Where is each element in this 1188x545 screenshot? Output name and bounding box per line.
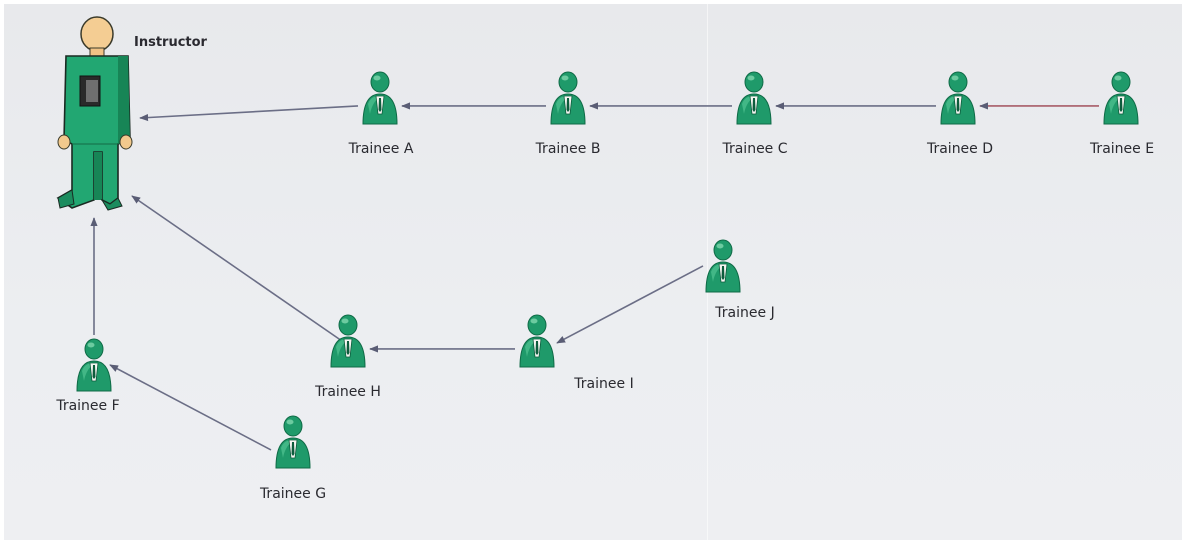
person-icon	[705, 239, 741, 293]
trainee-label-i: Trainee I	[574, 376, 634, 392]
trainee-label-a: Trainee A	[348, 141, 414, 157]
trainee-node-b	[548, 70, 588, 128]
person-icon	[330, 314, 366, 368]
trainee-node-j	[703, 238, 743, 296]
edge-g-to-f	[109, 364, 272, 451]
trainee-node-g	[273, 414, 313, 472]
edge-h-to-instructor	[131, 195, 343, 342]
edge-j-to-i	[556, 265, 704, 344]
trainee-node-h	[328, 313, 368, 371]
person-icon	[275, 415, 311, 469]
trainee-label-j: Trainee J	[715, 305, 775, 321]
person-icon	[1103, 71, 1139, 125]
background-seam	[707, 4, 708, 540]
person-icon	[76, 338, 112, 392]
trainee-label-d: Trainee D	[926, 141, 994, 157]
trainee-label-g: Trainee G	[259, 486, 327, 502]
person-icon	[550, 71, 586, 125]
person-icon	[519, 314, 555, 368]
trainee-label-b: Trainee B	[535, 141, 601, 157]
trainee-label-e: Trainee E	[1089, 141, 1155, 157]
person-icon	[362, 71, 398, 125]
person-icon	[736, 71, 772, 125]
diagram-background	[4, 4, 1182, 540]
edge-a-to-instructor	[139, 105, 359, 122]
trainee-label-c: Trainee C	[722, 141, 788, 157]
instructor-node	[52, 12, 142, 212]
trainee-label-h: Trainee H	[315, 384, 381, 400]
trainee-node-f	[74, 337, 114, 395]
trainee-node-d	[938, 70, 978, 128]
trainee-node-a	[360, 70, 400, 128]
person-icon	[940, 71, 976, 125]
instructor-figure-icon	[56, 16, 133, 211]
trainee-node-e	[1101, 70, 1141, 128]
trainee-label-f: Trainee F	[56, 398, 120, 414]
instructor-label: Instructor	[134, 35, 207, 50]
trainee-node-i	[517, 313, 557, 371]
trainee-node-c	[734, 70, 774, 128]
